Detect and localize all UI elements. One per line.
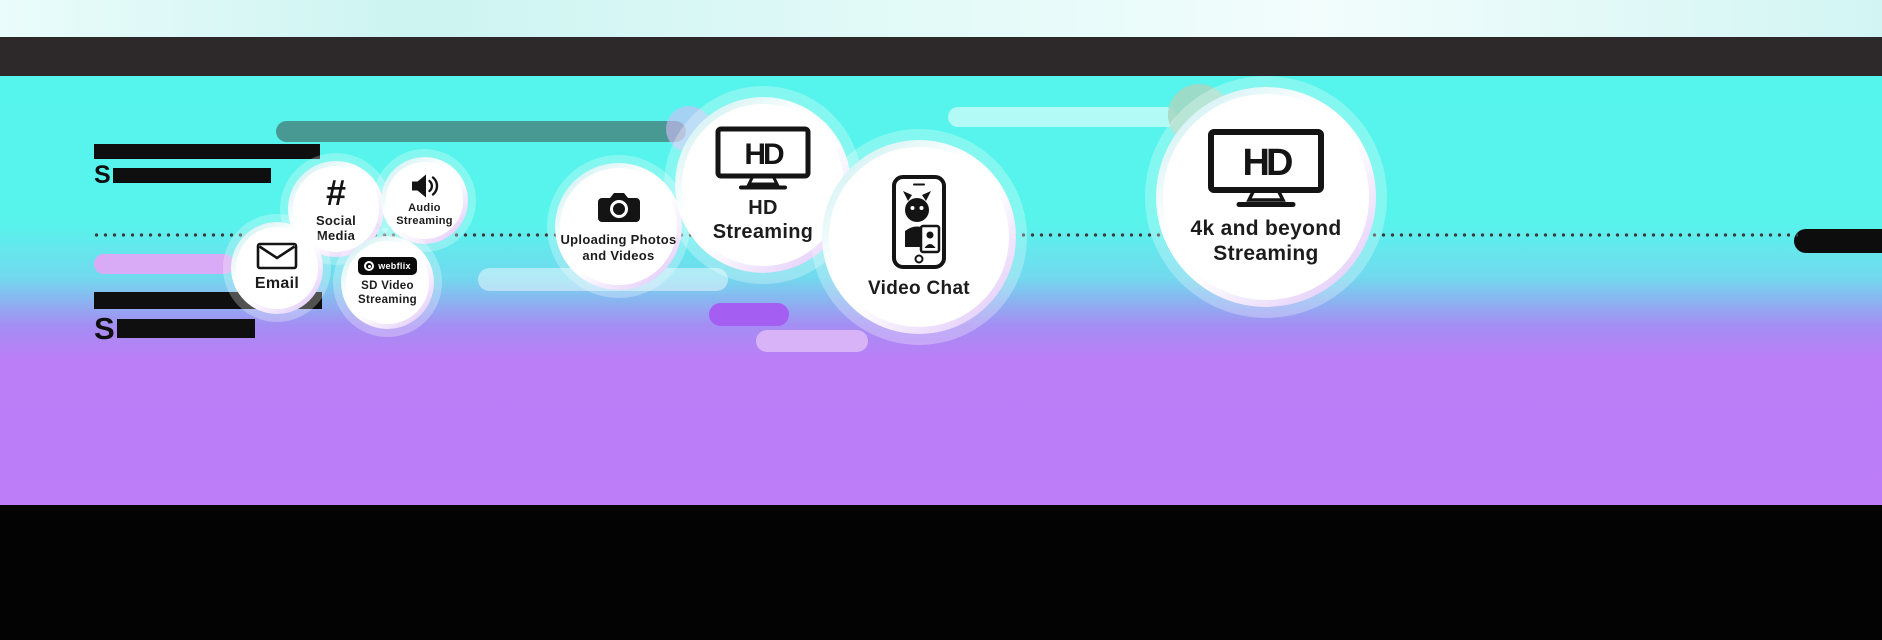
speed-pill-purple-left <box>94 254 234 274</box>
bubble-social-media: # Social Media <box>288 161 384 257</box>
bubble-4k-streaming: HD 4k and beyond Streaming <box>1156 87 1376 307</box>
bubble-label: SD Video Streaming <box>358 280 417 306</box>
bottom-black-bar <box>0 505 1882 640</box>
hd-tv-icon: HD <box>1208 129 1324 208</box>
redacted-text-bar <box>94 144 320 159</box>
bubble-email: Email <box>231 222 323 314</box>
heading-visible-letter: S <box>94 161 111 189</box>
hashtag-icon: # <box>325 171 347 213</box>
envelope-icon <box>256 242 298 270</box>
bubble-video-chat: Video Chat <box>822 140 1016 334</box>
webflix-logo-icon: webflix <box>358 257 417 276</box>
speed-pill-black-right <box>1794 229 1882 253</box>
bubble-audio-streaming: Audio Streaming <box>381 157 468 244</box>
bubble-label: Uploading Photos and Videos <box>560 232 677 263</box>
bubble-label: Video Chat <box>868 277 970 299</box>
redacted-text-bar <box>116 319 255 338</box>
svg-text:HD: HD <box>744 138 784 171</box>
bubble-label: HD Streaming <box>712 197 814 243</box>
bubble-uploading-photos: Uploading Photos and Videos <box>555 163 682 290</box>
bubble-hd-streaming: HD HD Streaming <box>675 97 851 273</box>
camera-icon <box>597 193 640 223</box>
bubble-sd-video-streaming: webflix SD Video Streaming <box>341 236 434 329</box>
heading-visible-letter: S <box>94 311 115 346</box>
speed-pill-purple-mid <box>709 303 789 326</box>
speed-pill-white <box>948 107 1176 127</box>
redacted-heading-1: S <box>94 144 320 188</box>
bubble-label: Audio Streaming <box>396 202 453 227</box>
webflix-ring-icon <box>364 261 375 272</box>
speed-pill-teal <box>276 121 686 142</box>
bubble-label: Email <box>254 275 300 293</box>
hd-tv-icon: HD <box>715 126 811 190</box>
top-dark-bar <box>0 37 1882 76</box>
bubble-label: Social Media <box>315 212 357 243</box>
speaker-icon <box>411 174 438 198</box>
svg-text:HD: HD <box>1243 142 1292 184</box>
video-chat-phone-icon <box>892 174 946 269</box>
speed-pill-lavender <box>756 330 868 352</box>
redacted-text-bar <box>112 168 271 183</box>
bubble-label: 4k and beyond Streaming <box>1190 217 1342 265</box>
webflix-logo-text: webflix <box>378 261 411 272</box>
top-light-band <box>0 0 1882 37</box>
